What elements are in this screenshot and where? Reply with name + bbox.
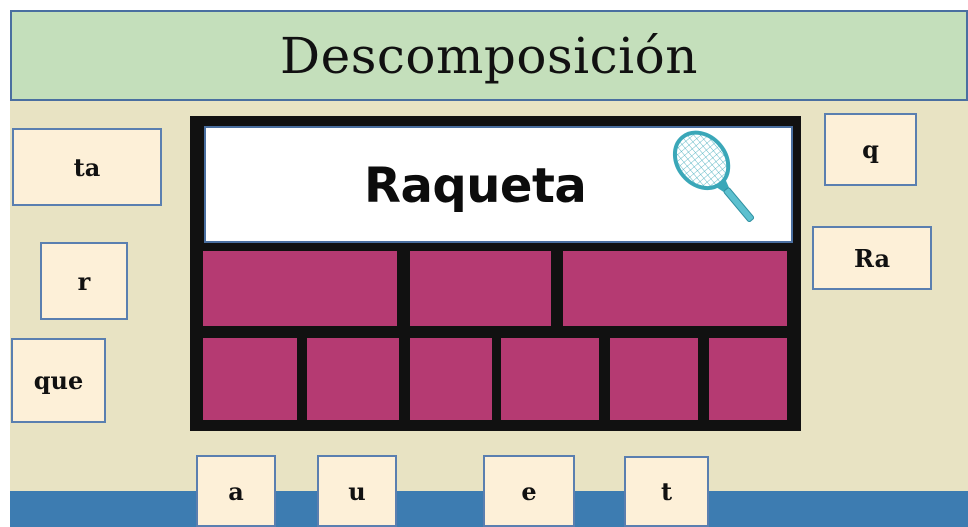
tile-u[interactable]: u xyxy=(317,455,397,527)
tile-r[interactable]: r xyxy=(40,242,128,320)
letter-slot-4[interactable] xyxy=(501,338,599,420)
tile-q[interactable]: q xyxy=(824,113,917,186)
tile-ta[interactable]: ta xyxy=(12,128,162,206)
header-bar: Descomposición xyxy=(10,10,968,101)
syllable-slot-1[interactable] xyxy=(203,251,397,326)
target-word: Raqueta xyxy=(364,158,587,214)
tile-que[interactable]: que xyxy=(11,338,106,423)
tennis-racket-icon xyxy=(672,130,755,223)
letter-slot-6[interactable] xyxy=(709,338,787,420)
tile-e[interactable]: e xyxy=(483,455,575,527)
letter-slot-5[interactable] xyxy=(610,338,698,420)
page-title: Descomposición xyxy=(280,26,698,85)
tile-Ra[interactable]: Ra xyxy=(812,226,932,290)
letter-slot-3[interactable] xyxy=(410,338,492,420)
tile-a[interactable]: a xyxy=(196,455,276,527)
tile-t[interactable]: t xyxy=(624,456,709,527)
letter-slot-2[interactable] xyxy=(307,338,399,420)
letter-slot-1[interactable] xyxy=(203,338,297,420)
syllable-slot-2[interactable] xyxy=(410,251,551,326)
syllable-slot-3[interactable] xyxy=(563,251,787,326)
